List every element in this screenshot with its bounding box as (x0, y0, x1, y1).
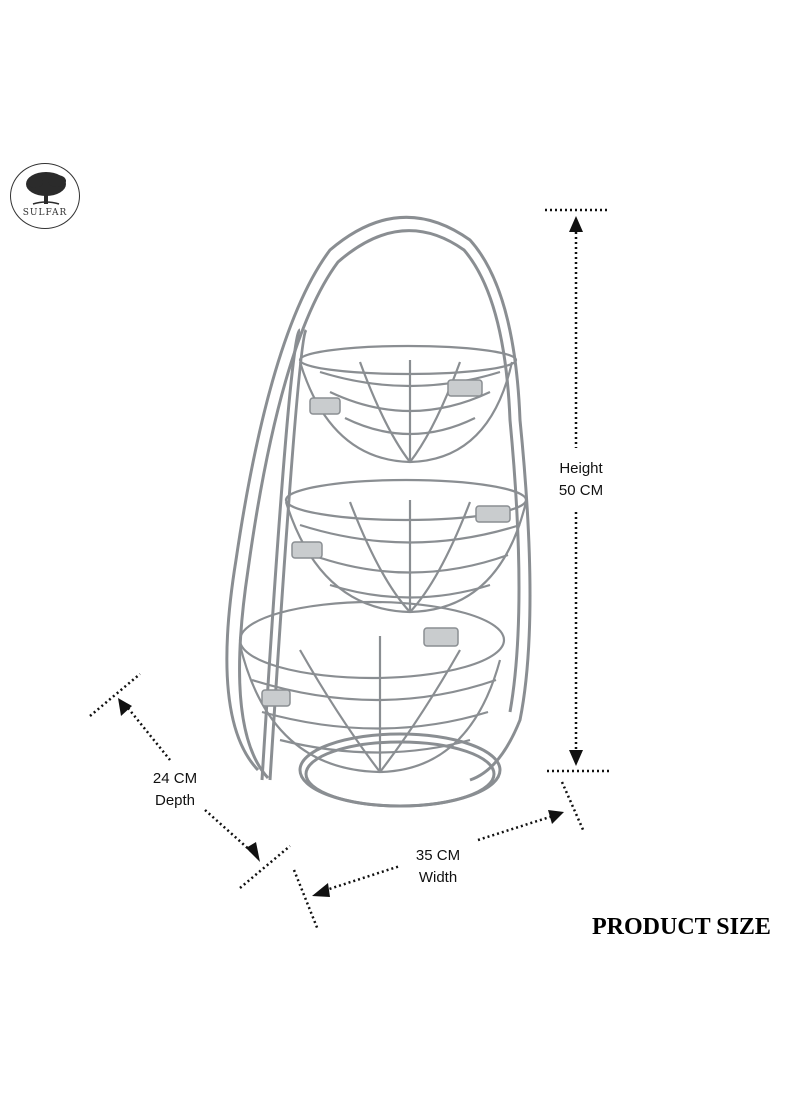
width-label: 35 CM Width (398, 845, 478, 889)
depth-label: 24 CM Depth (140, 768, 210, 812)
depth-label-text: Depth (154, 792, 196, 809)
depth-arrowheads (118, 698, 260, 862)
depth-dimension-line (89, 673, 291, 889)
height-value: 50 CM (558, 482, 604, 499)
logo-text: SULFAR (22, 208, 68, 218)
section-title: PRODUCT SIZE (592, 914, 771, 940)
depth-value: 24 CM (152, 770, 198, 787)
brand-logo: SULFAR (10, 163, 80, 229)
height-label: Height 50 CM (548, 458, 614, 502)
height-arrowheads (569, 216, 583, 766)
height-dimension-line (545, 208, 610, 773)
width-dimension-line (292, 781, 586, 931)
height-label-text: Height (559, 460, 603, 477)
width-label-text: Width (418, 869, 458, 886)
width-arrowheads (312, 810, 564, 897)
width-value: 35 CM (415, 847, 461, 864)
tree-icon (26, 172, 66, 205)
